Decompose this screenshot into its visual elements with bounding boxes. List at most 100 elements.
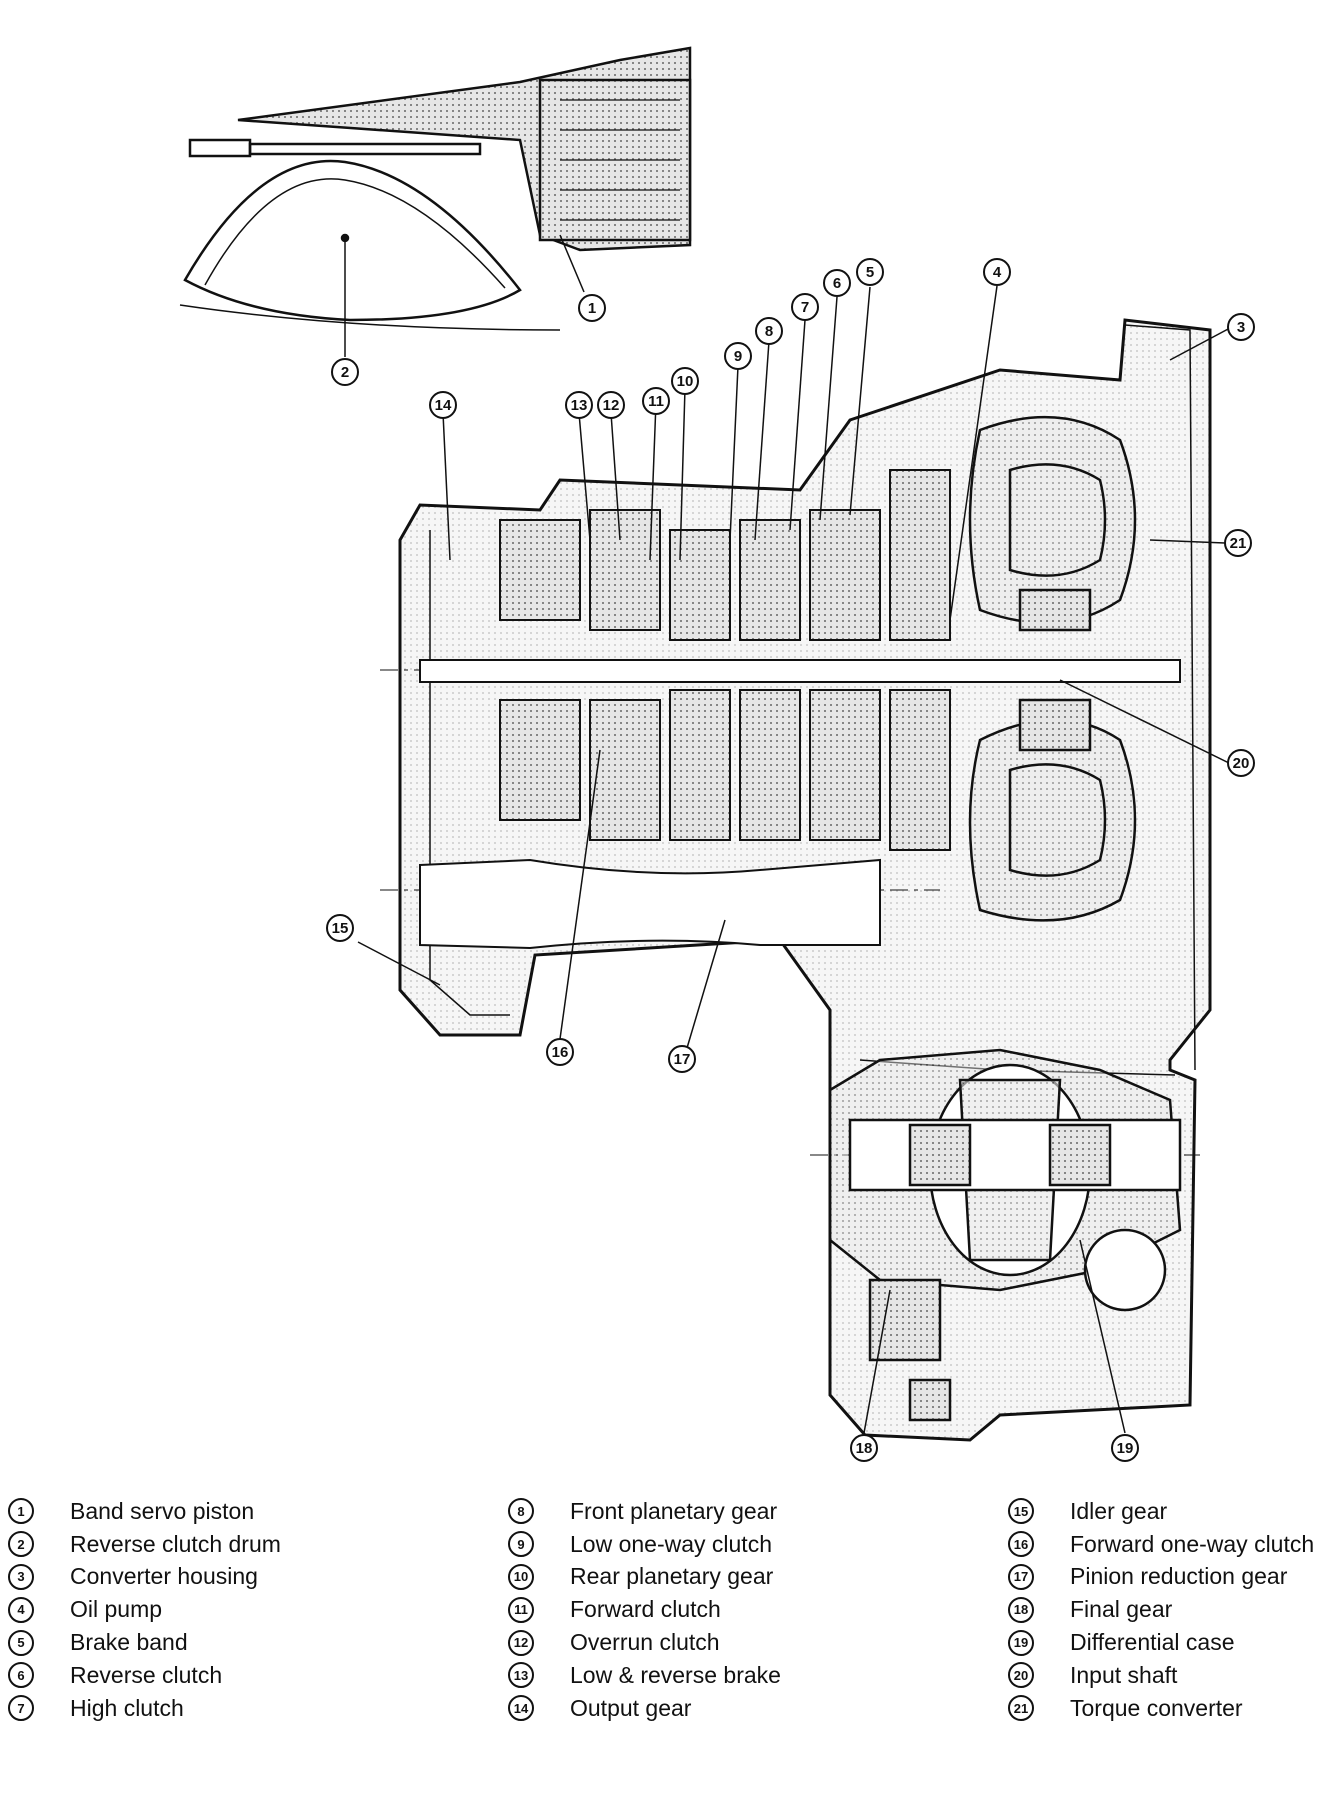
differential-drawing (828, 1048, 1182, 1422)
legend-number: 15 (1008, 1498, 1034, 1525)
legend-number: 21 (1008, 1695, 1034, 1722)
legend-label: Oil pump (70, 1596, 163, 1623)
callout-21: 21 (1224, 529, 1252, 557)
callout-20-text: 20 (1233, 755, 1250, 772)
legend-number: 2 (8, 1531, 34, 1558)
callout-4: 4 (983, 258, 1011, 286)
legend-number: 4 (8, 1596, 34, 1623)
callout-5: 5 (856, 258, 884, 286)
callout-10: 10 (671, 367, 699, 395)
callout-4-text: 4 (993, 264, 1002, 281)
legend-number: 16 (1008, 1531, 1034, 1558)
callout-14: 14 (429, 391, 457, 419)
legend-label: Overrun clutch (570, 1629, 720, 1656)
legend-label: High clutch (70, 1694, 184, 1721)
callout-19: 19 (1111, 1434, 1139, 1462)
callout-15-text: 15 (332, 920, 349, 937)
legend-label: Forward clutch (570, 1596, 721, 1623)
legend-label: Reverse clutch (70, 1661, 223, 1688)
legend-label: Pinion reduction gear (1070, 1563, 1288, 1590)
legend-item: 17 Pinion reduction gear (1008, 1561, 1338, 1594)
inset-band-servo-drawing (179, 46, 692, 331)
legend-label: Torque converter (1070, 1694, 1243, 1721)
legend-item: 21 Torque converter (1008, 1692, 1338, 1725)
callout-11-text: 11 (648, 393, 664, 410)
legend-item: 12 Overrun clutch (508, 1626, 928, 1659)
torque-converter-drawing (968, 415, 1137, 922)
callout-6: 6 (823, 269, 851, 297)
legend-label: Idler gear (1070, 1497, 1168, 1524)
legend-number: 10 (508, 1563, 534, 1590)
callout-16: 16 (546, 1038, 574, 1066)
legend-number: 5 (8, 1629, 34, 1656)
legend-label: Reverse clutch drum (70, 1530, 281, 1557)
callout-12-text: 12 (603, 397, 620, 414)
callout-20: 20 (1227, 749, 1255, 777)
legend-number: 6 (8, 1662, 34, 1689)
legend-column-3: 15 Idler gear 16 Forward one-way clutch 17… (1008, 1495, 1338, 1725)
callout-18: 18 (850, 1434, 878, 1462)
legend-item: 15 Idler gear (1008, 1495, 1338, 1528)
callout-3-text: 3 (1237, 319, 1245, 336)
callout-1-text: 1 (588, 300, 596, 317)
legend-item: 2 Reverse clutch drum (8, 1528, 428, 1561)
legend-label: Band servo piston (70, 1497, 255, 1524)
callout-8-text: 8 (765, 323, 773, 340)
callout-labels: 1 2 3 4 5 6 7 8 9 10 11 12 13 14 15 16 1… (326, 258, 1255, 1462)
callout-10-text: 10 (677, 373, 694, 390)
callout-7: 7 (791, 293, 819, 321)
callout-2-text: 2 (341, 364, 349, 381)
legend-item: 20 Input shaft (1008, 1659, 1338, 1692)
legend-label: Front planetary gear (570, 1497, 778, 1524)
callout-15: 15 (326, 914, 354, 942)
shaft-drawing (380, 659, 1200, 1156)
legend-item: 4 Oil pump (8, 1593, 428, 1626)
callout-8: 8 (755, 317, 783, 345)
callout-3: 3 (1227, 313, 1255, 341)
legend-number: 3 (8, 1563, 34, 1590)
legend-number: 19 (1008, 1629, 1034, 1656)
legend-label: Input shaft (1070, 1661, 1178, 1688)
callout-1: 1 (578, 294, 606, 322)
legend-number: 17 (1008, 1563, 1034, 1590)
callout-12: 12 (597, 391, 625, 419)
legend-number: 7 (8, 1695, 34, 1722)
legend-number: 12 (508, 1629, 534, 1656)
legend-item: 11 Forward clutch (508, 1593, 928, 1626)
callout-14-text: 14 (435, 397, 452, 414)
legend-number: 13 (508, 1662, 534, 1689)
legend-label: Forward one-way clutch (1070, 1530, 1315, 1557)
callout-21-text: 21 (1230, 535, 1247, 552)
legend-label: Differential case (1070, 1629, 1235, 1656)
callout-2: 2 (331, 358, 359, 386)
legend-number: 9 (508, 1531, 534, 1558)
legend-number: 20 (1008, 1662, 1034, 1689)
legend-number: 11 (508, 1596, 534, 1623)
legend-item: 16 Forward one-way clutch (1008, 1528, 1338, 1561)
callout-17-text: 17 (674, 1051, 691, 1068)
clutch-pack-drawing (499, 469, 951, 851)
callout-16-text: 16 (552, 1044, 569, 1061)
callout-13: 13 (565, 391, 593, 419)
callout-5-text: 5 (866, 264, 874, 281)
legend-label: Final gear (1070, 1596, 1173, 1623)
callout-13-text: 13 (571, 397, 588, 414)
callout-19-text: 19 (1117, 1440, 1134, 1457)
callout-18-text: 18 (856, 1440, 873, 1457)
callout-9: 9 (724, 342, 752, 370)
callout-17: 17 (668, 1045, 696, 1073)
legend-item: 7 High clutch (8, 1692, 428, 1725)
legend-label: Output gear (570, 1694, 692, 1721)
